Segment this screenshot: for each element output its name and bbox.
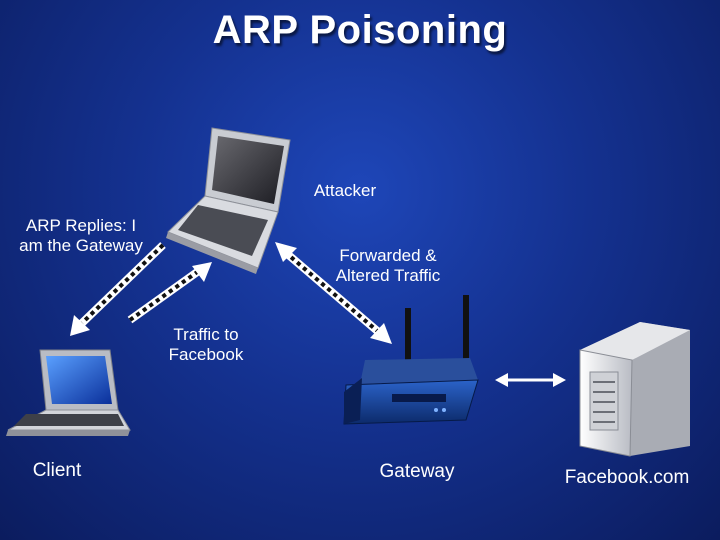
arp-replies-label: ARP Replies: I am the Gateway: [19, 216, 143, 255]
arrow-client-to-attacker: [127, 262, 212, 324]
server-icon: [579, 322, 690, 457]
arrow-attacker-gateway: [275, 242, 392, 344]
forwarded-traffic-label: Forwarded & Altered Traffic: [335, 246, 441, 285]
router-icon: [343, 295, 479, 425]
client-laptop-icon: [6, 349, 131, 436]
arrow-gateway-server: [495, 373, 566, 387]
gateway-label: Gateway: [379, 461, 455, 482]
attacker-laptop-icon: [166, 127, 291, 274]
facebook-label: Facebook.com: [564, 467, 690, 488]
slide-title: ARP Poisoning: [212, 8, 508, 52]
traffic-to-facebook-label: Traffic to Facebook: [168, 325, 244, 364]
attacker-label: Attacker: [313, 181, 377, 200]
client-label: Client: [32, 460, 82, 481]
arrow-attacker-to-client: [70, 242, 166, 336]
